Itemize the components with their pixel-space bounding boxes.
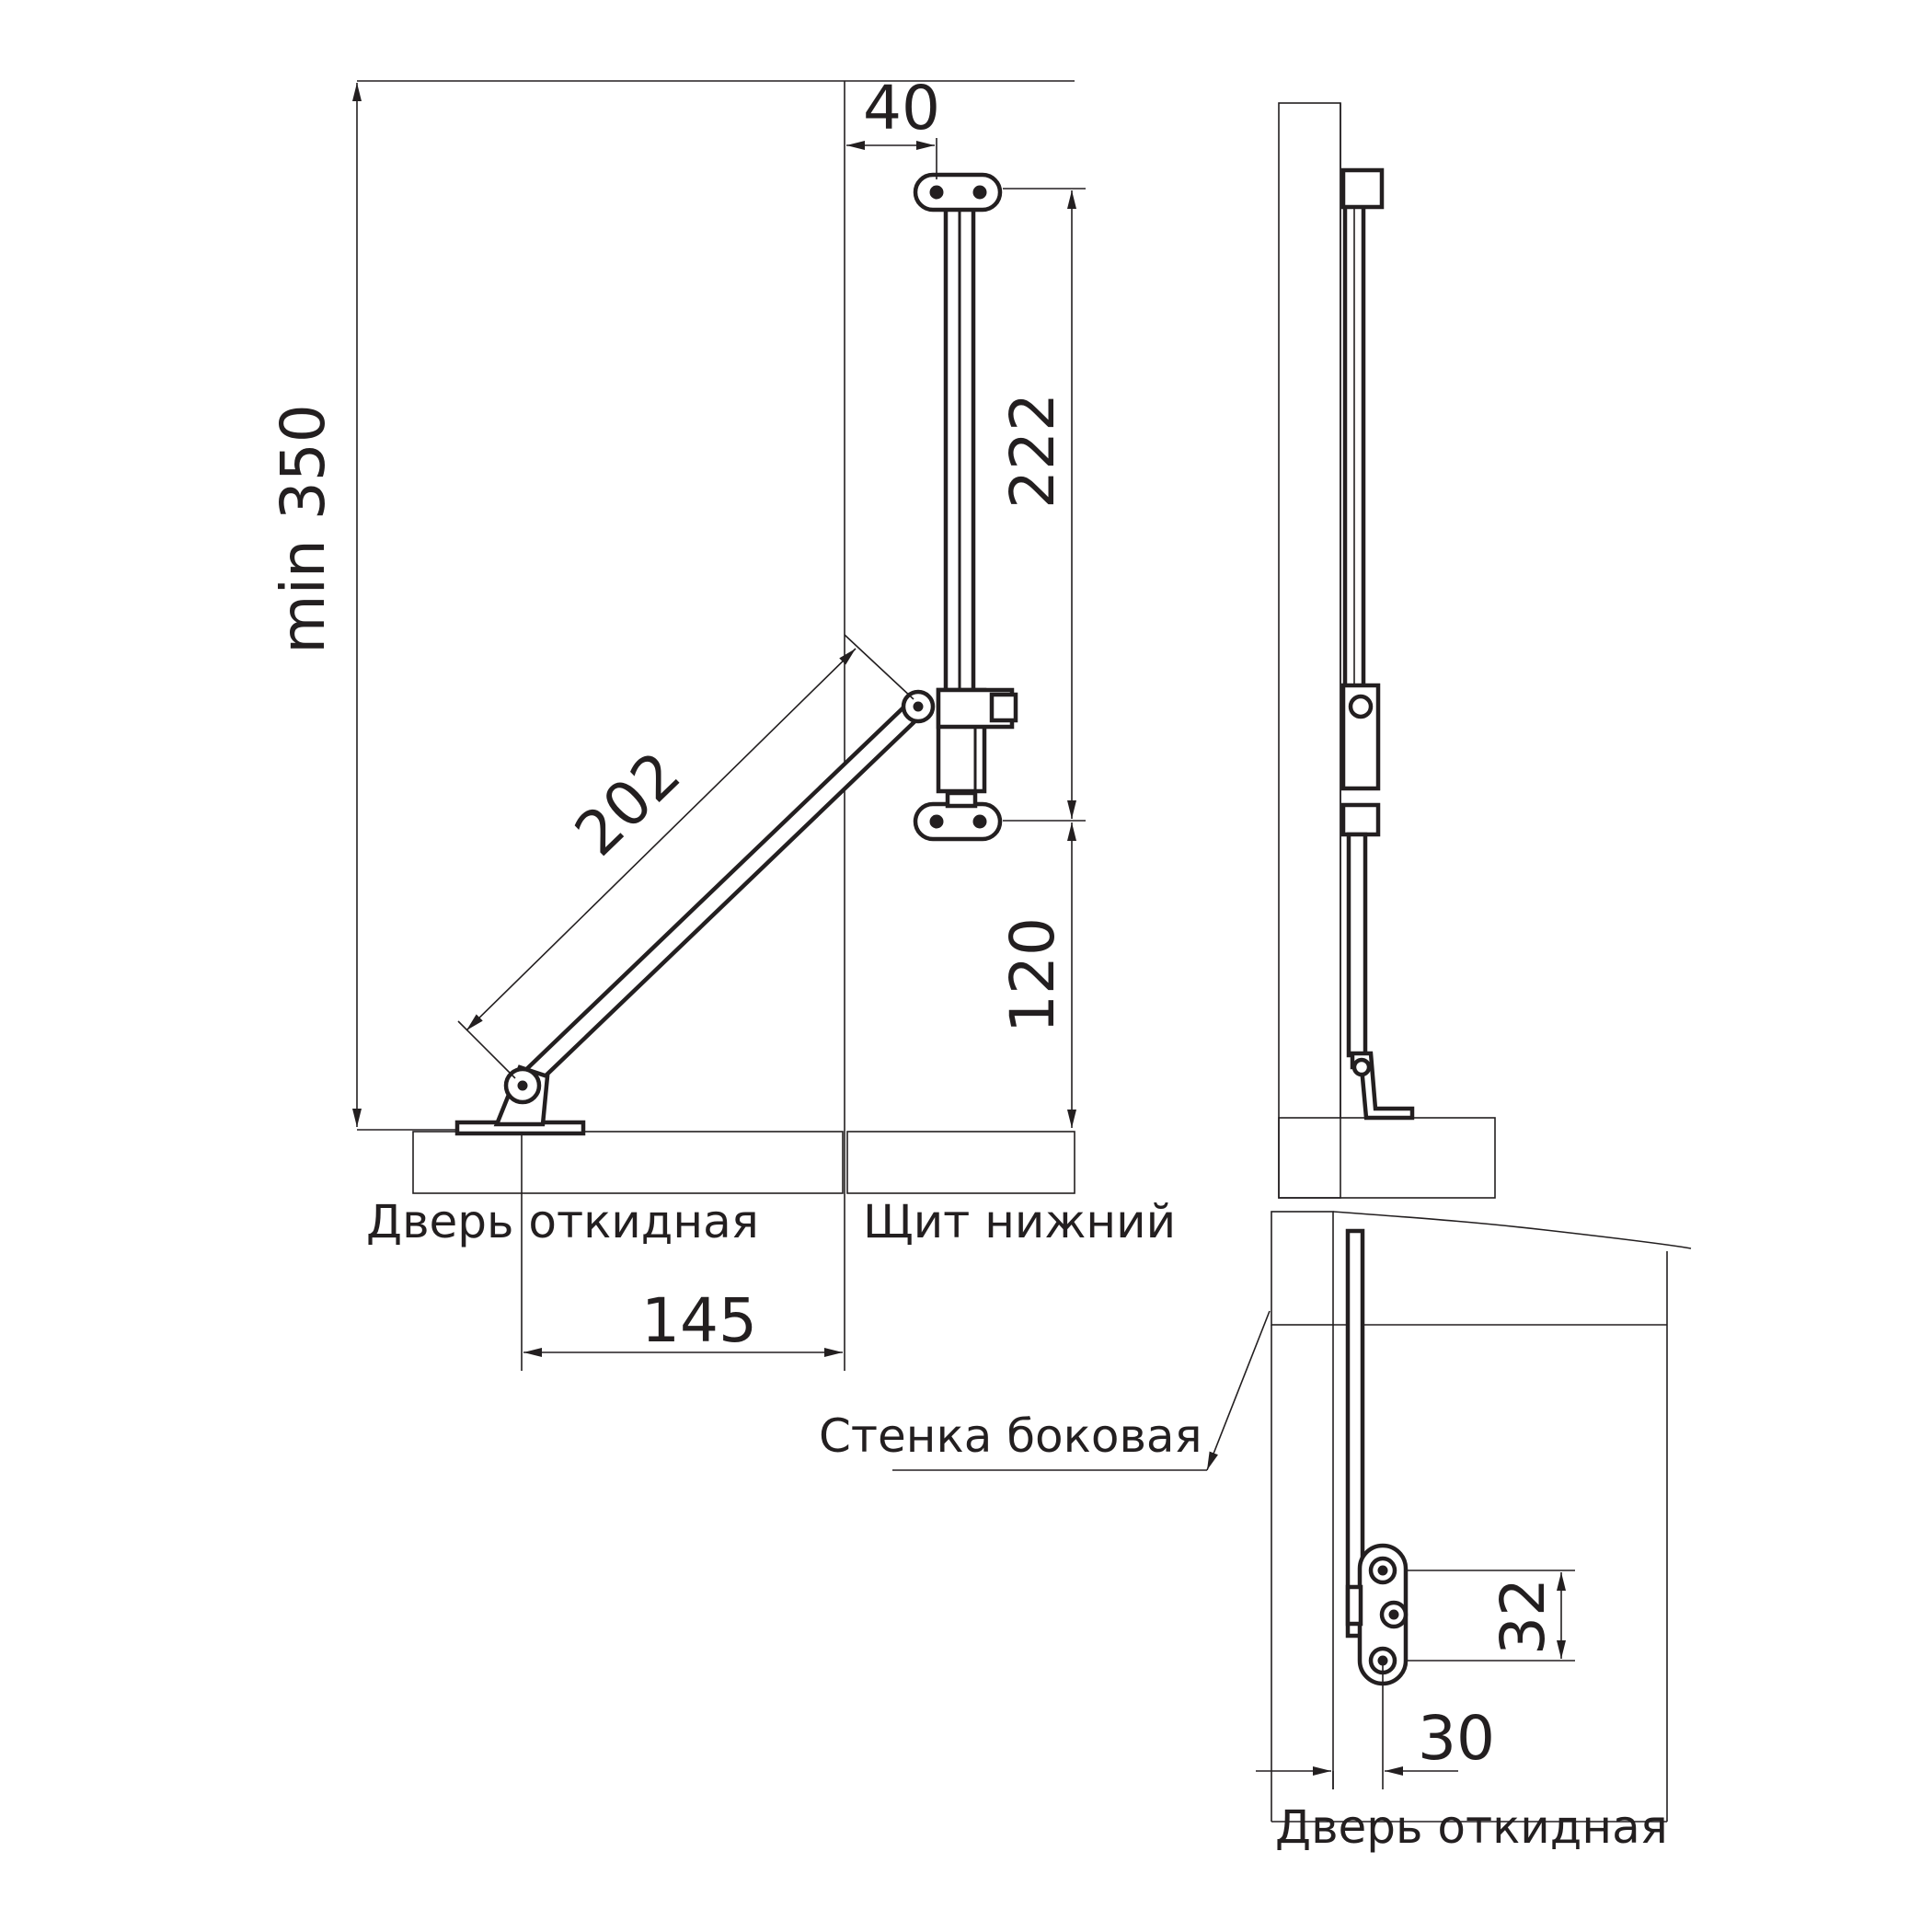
bottom-panel: [846, 1131, 1075, 1194]
strut: [519, 689, 936, 1089]
label-bottom-panel: Щит нижний: [863, 1195, 1176, 1248]
dim-label-32: 32: [1488, 1578, 1558, 1655]
dim-32: 32: [1408, 1570, 1575, 1662]
side-view-bottom-panel: [1278, 1117, 1496, 1199]
bottom-bracket: [913, 790, 1003, 842]
side-view-lower-bracket: [1340, 802, 1381, 837]
label-door-front: Дверь откидная: [366, 1195, 759, 1248]
dim-120: 120: [997, 822, 1076, 1128]
plan-view-door-top: [1271, 1211, 1334, 1326]
dim-label-40: 40: [863, 73, 940, 144]
top-bracket: [913, 172, 1003, 213]
dim-label-30: 30: [1418, 1703, 1495, 1774]
side-view-top-cap: [1340, 167, 1385, 210]
plan-view-rail: [1345, 1228, 1365, 1639]
plan-view-mounting-plate: [1345, 1543, 1409, 1686]
label-side-wall: Стенка боковая: [819, 1409, 1202, 1463]
dim-label-222: 222: [997, 393, 1068, 509]
label-door-top: Дверь откидная: [1275, 1800, 1668, 1854]
dim-label-145: 145: [641, 1285, 757, 1356]
dim-30: 30: [1256, 1661, 1495, 1789]
leader-side-wall: [892, 1310, 1271, 1471]
front-view: min 350 40 222 120 202: [268, 73, 1176, 1371]
plan-view-wall-top: [1332, 1211, 1692, 1249]
door-panel: [412, 1131, 844, 1194]
door-hinge: [454, 1064, 586, 1136]
side-view-door: [1278, 102, 1341, 1199]
dim-min-350: min 350: [268, 83, 458, 1131]
dim-label-min-350: min 350: [268, 404, 339, 653]
side-view: [1278, 102, 1496, 1199]
slider-block: [936, 687, 1018, 794]
side-view-strut: [1346, 832, 1368, 1058]
side-view-slider: [1340, 683, 1381, 791]
dim-label-120: 120: [997, 917, 1068, 1033]
dim-40: 40: [846, 73, 940, 179]
rail: [943, 201, 976, 704]
plan-view: 32 30 Стенка боковая Дверь откидная: [819, 1211, 1692, 1854]
dim-label-202: 202: [561, 738, 694, 869]
dim-145: 145: [521, 1132, 845, 1371]
dim-222: 222: [997, 188, 1086, 822]
